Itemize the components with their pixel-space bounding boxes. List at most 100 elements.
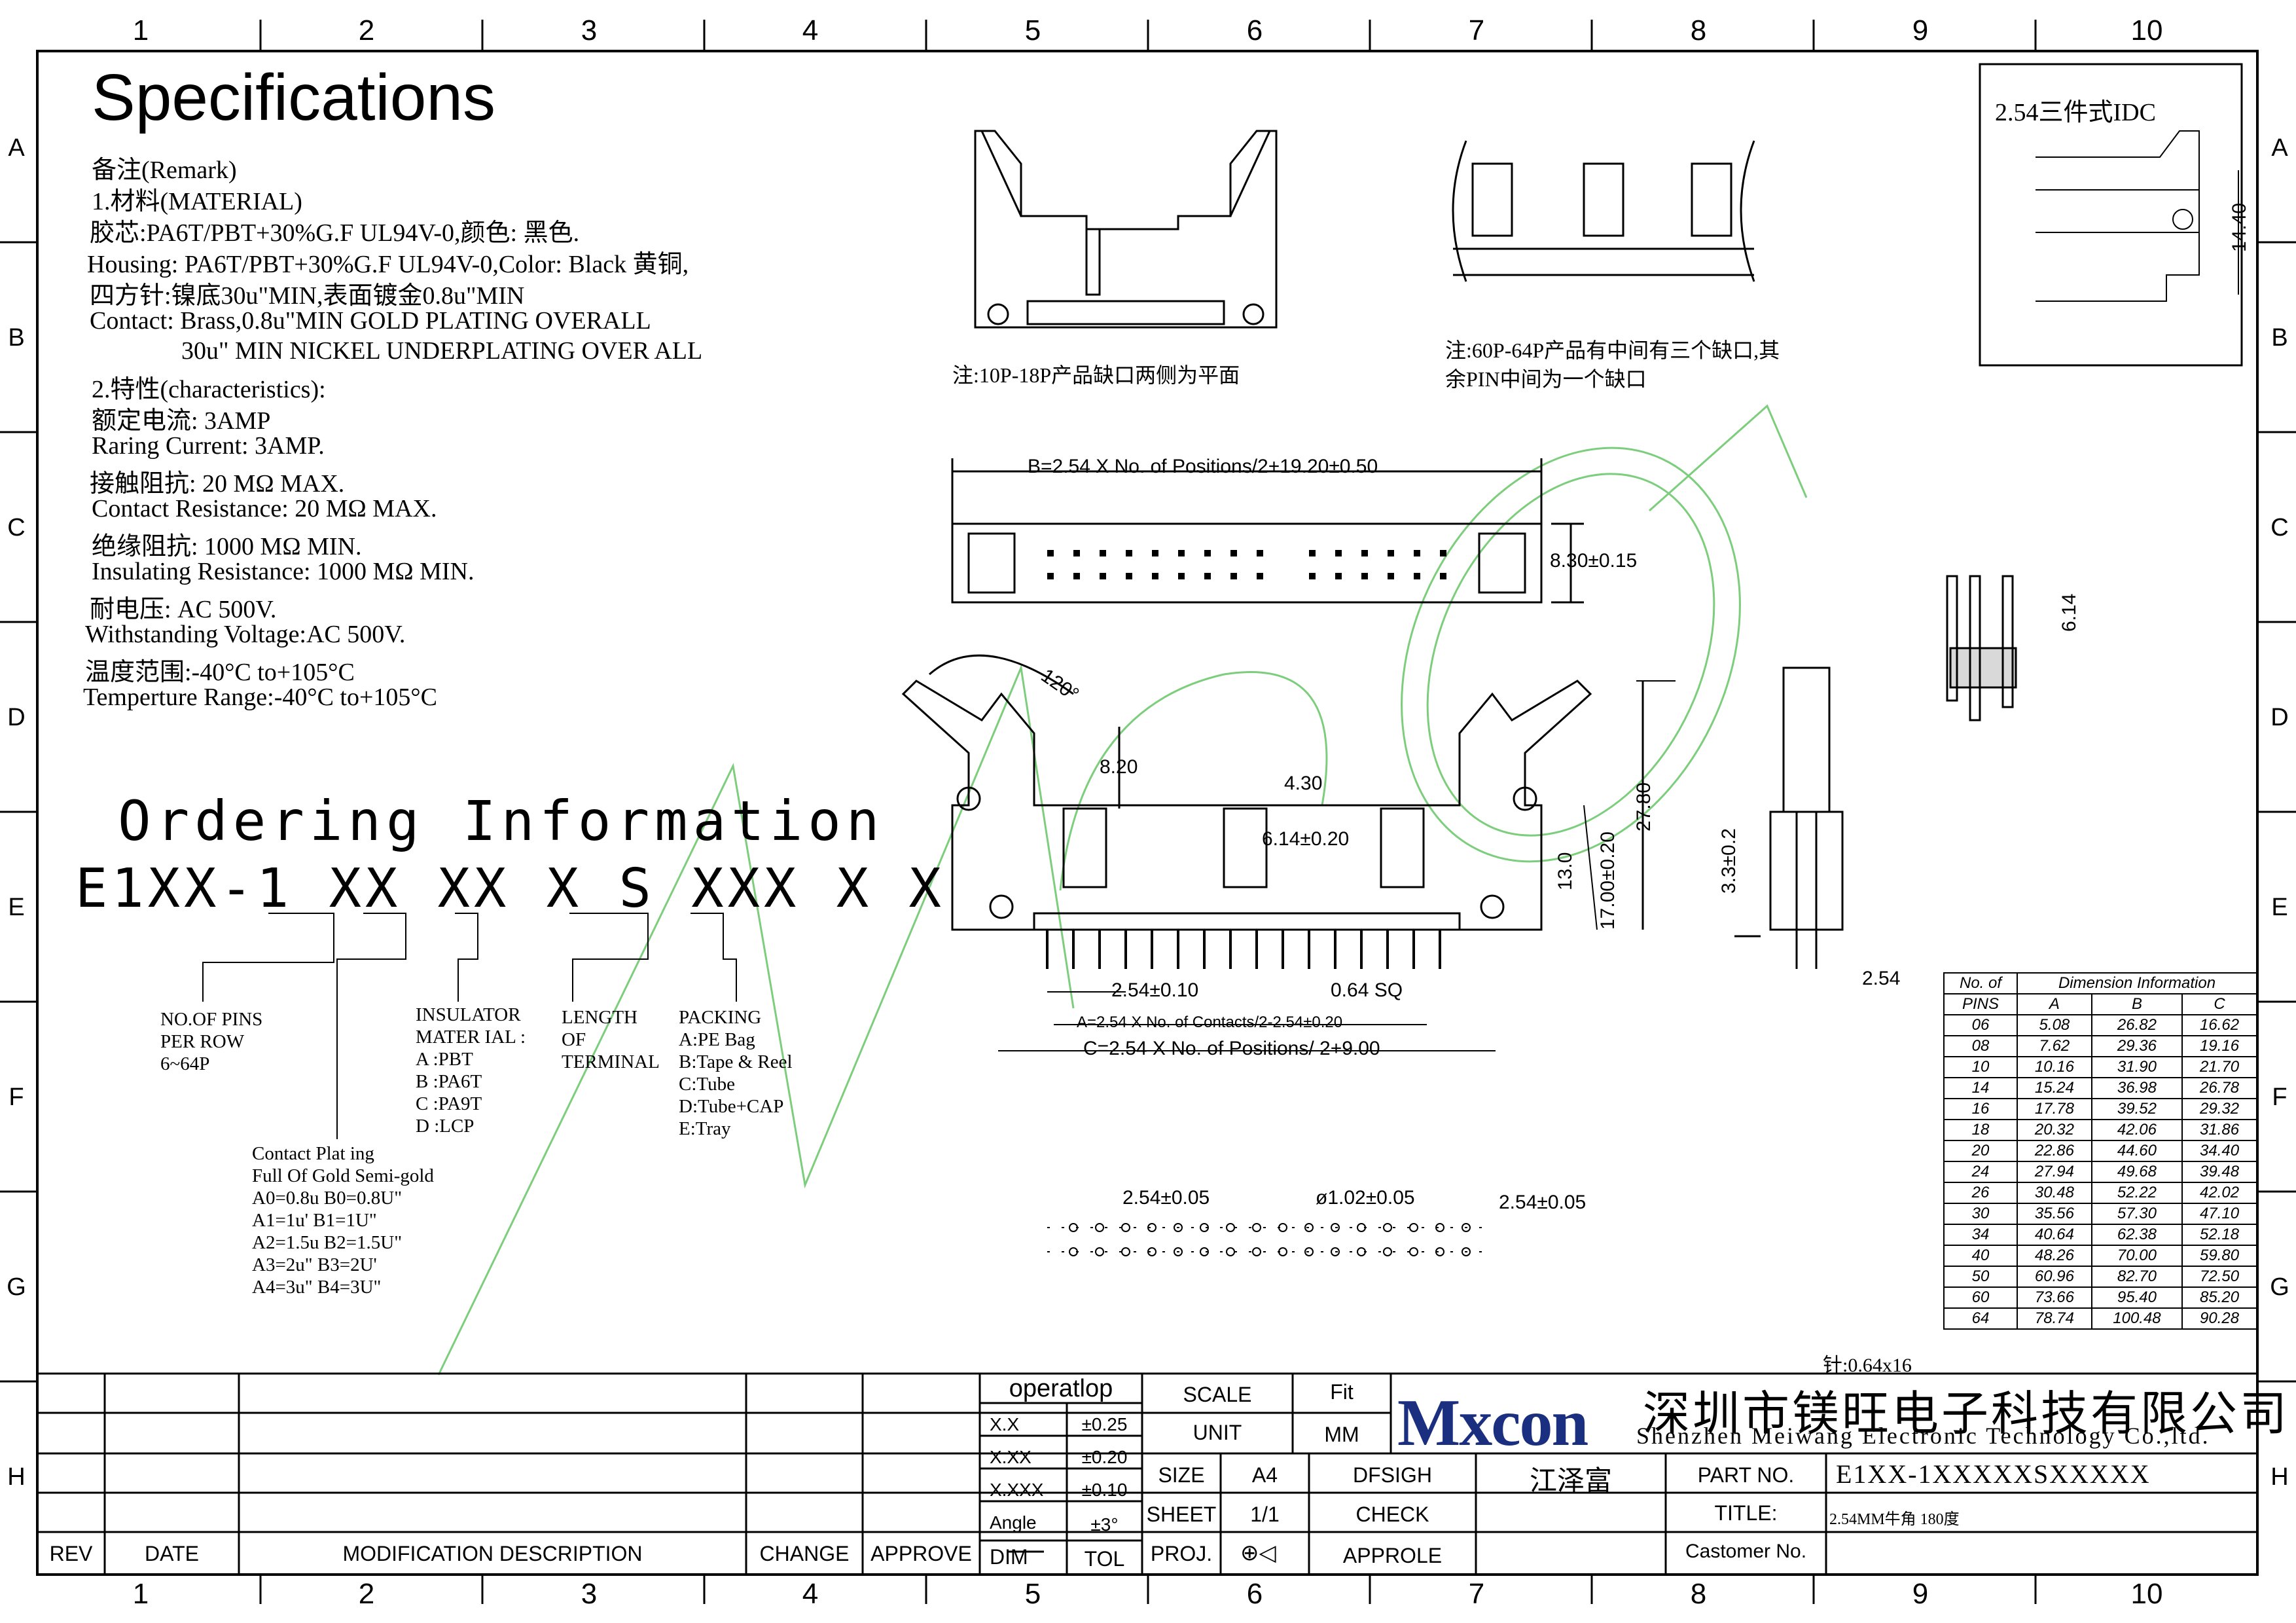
zone-col-9: 9: [1912, 14, 1929, 46]
spec-line: Raring Current: 3AMP.: [92, 432, 325, 460]
dim-254-005b: 2.54±0.05: [1499, 1192, 1587, 1213]
tb-tol-angle: Angle: [990, 1512, 1037, 1533]
tb-approle: APPROLE: [1342, 1544, 1443, 1567]
spec-line: 胶芯:PA6T/PBT+30%G.F UL94V-0,颜色: 黑色.: [90, 219, 580, 247]
dim-table-value-cell: 19.16: [2181, 1035, 2257, 1057]
dim-1440: 14.40: [2229, 202, 2250, 252]
dim-254-010: 2.54±0.10: [1111, 979, 1199, 1001]
dim-table-value-cell: 10.16: [2017, 1056, 2092, 1078]
tb-operatlop: operatlop: [1009, 1375, 1113, 1402]
dim-table-value-cell: 35.56: [2017, 1203, 2092, 1225]
ordering-code: E1XX-1 XX XX X S XXX X X: [75, 858, 945, 920]
dim-table-value-cell: 22.86: [2017, 1140, 2092, 1162]
dim-table-pins-cell: 26: [1943, 1182, 2018, 1204]
legend-pins: NO.OF PINS PER ROW 6~64P: [160, 1009, 263, 1074]
dim-table-value-cell: 90.28: [2181, 1307, 2257, 1330]
projection-icon: ⊕◁: [1240, 1541, 1276, 1565]
dim-102: ø1.02±0.05: [1316, 1187, 1415, 1209]
dim-table-value-cell: 85.20: [2181, 1286, 2257, 1309]
tb-scale: SCALE: [1183, 1383, 1252, 1406]
note-60-64p-line1: 注:60P-64P产品有中间有三个缺口,其: [1445, 338, 1780, 362]
zone-row-c-right: C: [2270, 514, 2289, 541]
spec-line: 2.特性(characteristics):: [92, 376, 326, 403]
spec-line: Temperture Range:-40°C to+105°C: [83, 684, 437, 711]
dim-table-value-cell: 21.70: [2181, 1056, 2257, 1078]
dim-c-formula: C=2.54 X No. of Positions/ 2+9.00: [1083, 1038, 1380, 1059]
dim-130: 13.0: [1554, 852, 1576, 890]
dim-table-value-cell: 31.86: [2181, 1119, 2257, 1141]
spec-line: 额定电流: 3AMP: [92, 407, 271, 435]
zone-col-10: 10: [2130, 14, 2163, 46]
dim-table-value-cell: 59.80: [2181, 1245, 2257, 1267]
dim-table-pins-cell: 24: [1943, 1161, 2018, 1183]
dim-table-value-cell: 42.02: [2181, 1182, 2257, 1204]
zone-row-a: A: [8, 134, 25, 162]
zone-ticks: [0, 20, 2296, 1604]
zone-col-1: 1: [132, 14, 149, 46]
tb-unit: UNIT: [1193, 1421, 1242, 1444]
dim-height-830: 8.30±0.15: [1550, 550, 1638, 572]
dim-table-pins-cell: 20: [1943, 1140, 2018, 1162]
spec-line: Contact: Brass,0.8u"MIN GOLD PLATING OVE…: [90, 307, 651, 335]
zone-col-9-bottom: 9: [1912, 1578, 1929, 1610]
dim-table-value-cell: 100.48: [2090, 1307, 2183, 1330]
idc-label: 2.54三件式IDC: [1995, 99, 2156, 126]
zone-col-5: 5: [1024, 14, 1041, 46]
dim-table-value-cell: 26.78: [2181, 1077, 2257, 1099]
tb-size: SIZE: [1158, 1463, 1205, 1487]
zone-row-b-right: B: [2271, 324, 2288, 352]
tb-fit: Fit: [1330, 1380, 1354, 1404]
dim-table-value-cell: 47.10: [2181, 1203, 2257, 1225]
tb-approve: APPROVE: [870, 1542, 972, 1565]
dim-table-value-cell: 48.26: [2017, 1245, 2092, 1267]
tb-tol-x2-val: ±0.20: [1081, 1447, 1128, 1467]
dim-table-value-cell: 52.22: [2090, 1182, 2183, 1204]
legend-length: LENGTH OF TERMINAL: [562, 1007, 660, 1072]
dim-33: 3.3±0.2: [1718, 828, 1740, 894]
side-view-right: [1452, 140, 1755, 282]
tb-tol-angle-val: ±3°: [1090, 1514, 1119, 1535]
tb-sheet-val: 1/1: [1250, 1503, 1280, 1526]
tb-check: CHECK: [1355, 1503, 1429, 1526]
legend-plating: Contact Plat ing Full Of Gold Semi-gold …: [252, 1143, 434, 1298]
dim-table-value-cell: 42.06: [2090, 1119, 2183, 1141]
spec-line: Insulating Resistance: 1000 MΩ MIN.: [92, 558, 475, 585]
tb-tol-x1: X.X: [990, 1414, 1020, 1434]
dim-1700: 17.00±0.20: [1597, 831, 1619, 930]
dim-table-value-cell: 5.08: [2017, 1014, 2092, 1036]
side-section: [1734, 666, 1844, 969]
dim-table-pins-cell: 40: [1943, 1245, 2018, 1267]
dim-table-value-cell: 17.78: [2017, 1098, 2092, 1120]
dim-table-value-cell: 49.68: [2090, 1161, 2183, 1183]
zone-row-e: E: [8, 894, 25, 921]
dim-820: 8.20: [1100, 756, 1138, 778]
tb-dfsigh: DFSIGH: [1353, 1463, 1432, 1487]
zone-col-3-bottom: 3: [581, 1578, 598, 1610]
dim-table-pins-cell: 10: [1943, 1056, 2018, 1078]
zone-row-f: F: [9, 1084, 24, 1111]
dim-b-formula: B=2.54 X No. of Positions/2+19.20±0.50: [1028, 456, 1378, 477]
zone-row-g-right: G: [2270, 1273, 2289, 1301]
front-view-pins: [1046, 930, 1441, 969]
dim-table-head-pins2: PINS: [1943, 993, 2018, 1015]
tb-part-no: PART NO.: [1697, 1463, 1795, 1487]
note-10-18p: 注:10P-18P产品缺口两侧为平面: [952, 363, 1240, 387]
dim-table-value-cell: 52.18: [2181, 1224, 2257, 1246]
tb-customer-no: Castomer No.: [1685, 1541, 1807, 1562]
dim-614b: 6.14: [2058, 593, 2080, 632]
dim-table-value-cell: 95.40: [2090, 1286, 2183, 1309]
zone-col-2-bottom: 2: [358, 1578, 375, 1610]
spec-line: 30u" MIN NICKEL UNDERPLATING OVER ALL: [181, 337, 703, 365]
dim-table-pins-cell: 18: [1943, 1119, 2018, 1141]
dim-table-value-cell: 70.00: [2090, 1245, 2183, 1267]
mxcon-logo: Mxcon: [1397, 1386, 1588, 1460]
tb-date: DATE: [145, 1542, 199, 1565]
dim-table-value-cell: 26.82: [2090, 1014, 2183, 1036]
